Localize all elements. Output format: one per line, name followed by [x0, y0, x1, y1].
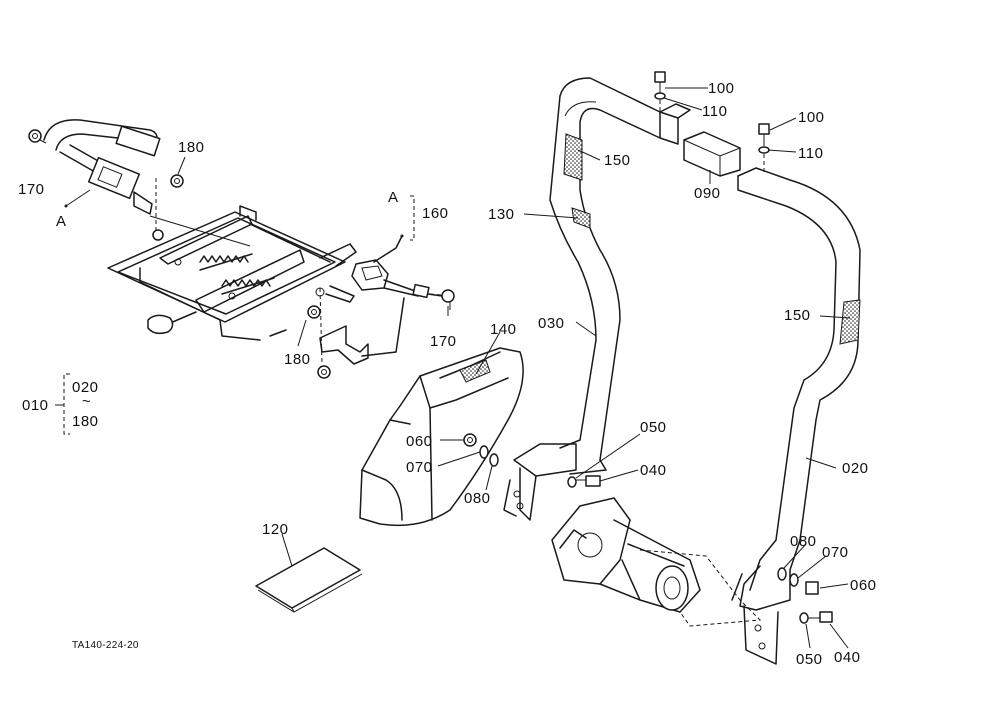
label-160-buckle: 160: [422, 205, 449, 222]
hardware-left: [463, 433, 601, 488]
label-030-frame-left: 030: [538, 315, 565, 332]
label-060-left: 060: [406, 433, 433, 450]
label-180-range-end: 180: [72, 413, 99, 430]
label-050-right: 050: [796, 651, 823, 668]
label-100-bolt-right: 100: [798, 109, 825, 126]
label-080-right: 080: [790, 533, 817, 550]
fender-140: [359, 347, 524, 527]
label-040-right: 040: [834, 649, 861, 666]
label-120-manual: 120: [262, 521, 289, 538]
label-range-tilde: ~: [82, 393, 92, 410]
manual-120: [255, 547, 363, 613]
label-170-bolt-belt: 170: [18, 181, 45, 198]
label-150-decal-left: 150: [604, 152, 631, 169]
label-180-nut-lower: 180: [284, 351, 311, 368]
label-a-belt: A: [56, 213, 67, 230]
hardware-right: [777, 567, 833, 624]
seat-belt: [28, 119, 161, 215]
leader-lines: [281, 87, 851, 649]
label-090-spacer: 090: [694, 185, 721, 202]
label-110-washer-right: 110: [798, 145, 824, 162]
label-100-bolt-left: 100: [708, 80, 735, 97]
label-070-left: 070: [406, 459, 433, 476]
label-060-right: 060: [850, 577, 877, 594]
label-150-decal-right: 150: [784, 307, 811, 324]
seat-suspension: [107, 205, 357, 341]
axle-housing: [551, 497, 762, 627]
label-180-nut-upper: 180: [178, 139, 205, 156]
label-140-fender: 140: [490, 321, 517, 338]
nut-180-upper: [149, 156, 251, 247]
label-170-bolt-buckle: 170: [430, 333, 457, 350]
label-130-decal: 130: [488, 206, 515, 223]
buckle-assembly: [351, 195, 455, 357]
bracket-and-nuts-180: [297, 287, 369, 379]
label-070-right: 070: [822, 544, 849, 561]
bracket-010: [55, 373, 70, 435]
label-110-washer-left: 110: [702, 103, 728, 120]
label-020-frame-right: 020: [842, 460, 869, 477]
label-040-left: 040: [640, 462, 667, 479]
label-050-left: 050: [640, 419, 667, 436]
rops-frame: [503, 71, 861, 665]
label-010-assembly: 010: [22, 397, 49, 414]
label-020-range-start: 020: [72, 379, 99, 396]
drawing-reference-code: TA140-224-20: [72, 640, 139, 651]
label-a-buckle: A: [388, 189, 399, 206]
label-080-left: 080: [464, 490, 491, 507]
